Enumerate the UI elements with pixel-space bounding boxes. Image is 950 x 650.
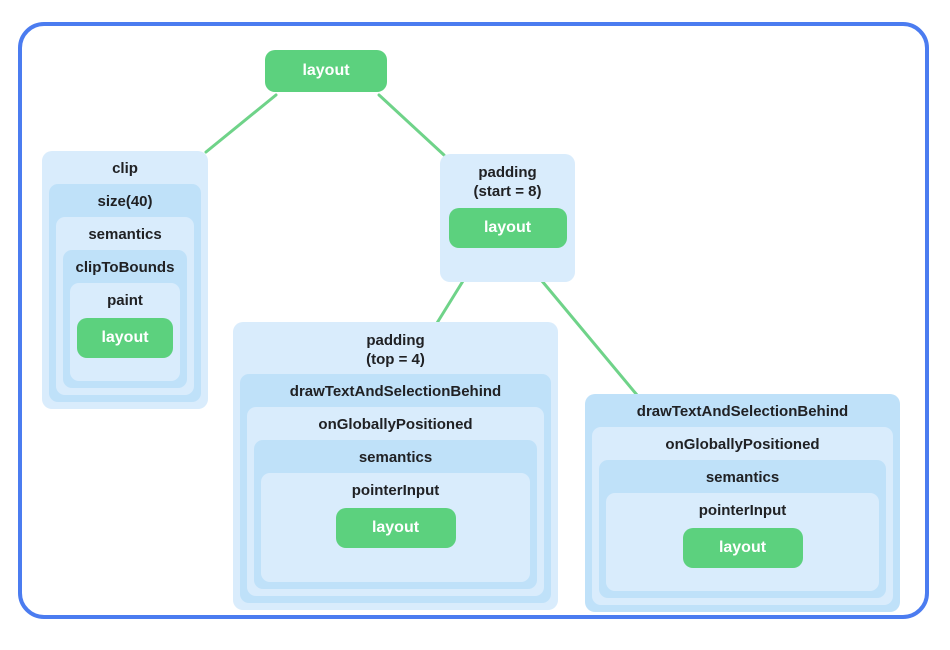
node-size40: size(40) semantics clipToBounds paint la… [49,184,201,402]
node-clip-layout-leaf: layout [77,318,173,358]
node-clip-label: clip [112,160,138,177]
node-semantics-clip-label: semantics [88,226,162,243]
node-ongloballypositioned-mid: onGloballyPositioned semantics pointerIn… [247,407,544,596]
node-semantics-right-label: semantics [705,469,780,486]
node-pointerinput-right: pointerInput layout [606,493,879,591]
node-paint: paint layout [70,283,180,381]
node-padding-start-label-line2: (start = 8) [473,183,542,200]
node-drawtext-right-layout-leaf: layout [682,528,803,568]
node-drawtext-right: drawTextAndSelectionBehind onGloballyPos… [585,394,900,612]
node-paint-label: paint [107,292,143,309]
node-root-layout: layout [265,50,387,92]
node-drawtext-right-label: drawTextAndSelectionBehind [636,403,849,420]
node-padding-top: padding (top = 4) drawTextAndSelectionBe… [233,322,558,610]
node-ongloballypositioned-right-label: onGloballyPositioned [665,436,820,453]
node-pointerinput-mid-label: pointerInput [351,482,440,499]
node-padding-start-label-line1: padding [478,164,537,181]
node-ongloballypositioned-right: onGloballyPositioned semantics pointerIn… [592,427,893,605]
node-semantics-right: semantics pointerInput layout [599,460,886,598]
node-size40-label: size(40) [97,193,153,210]
node-cliptobounds-label: clipToBounds [75,259,175,276]
node-drawtext-mid: drawTextAndSelectionBehind onGloballyPos… [240,374,551,603]
node-clip: clip size(40) semantics clipToBounds pai… [42,151,208,409]
node-padding-top-label-line2: (top = 4) [366,351,425,368]
node-cliptobounds: clipToBounds paint layout [63,250,187,388]
node-padding-start-label: padding (start = 8) [440,154,575,206]
node-padding-start-layout-leaf: layout [448,208,567,248]
node-padding-start: padding (start = 8) layout [440,154,575,282]
node-pointerinput-mid: pointerInput layout [261,473,530,582]
node-padding-top-label-line1: padding [366,332,425,349]
node-semantics-mid-label: semantics [358,449,433,466]
node-padding-top-layout-leaf: layout [335,508,456,548]
node-semantics-mid: semantics pointerInput layout [254,440,537,589]
node-pointerinput-right-label: pointerInput [698,502,787,519]
node-ongloballypositioned-mid-label: onGloballyPositioned [318,416,473,433]
node-padding-top-label: padding (top = 4) [233,322,558,374]
node-semantics-clip: semantics clipToBounds paint layout [56,217,194,395]
node-drawtext-mid-label: drawTextAndSelectionBehind [289,383,502,400]
